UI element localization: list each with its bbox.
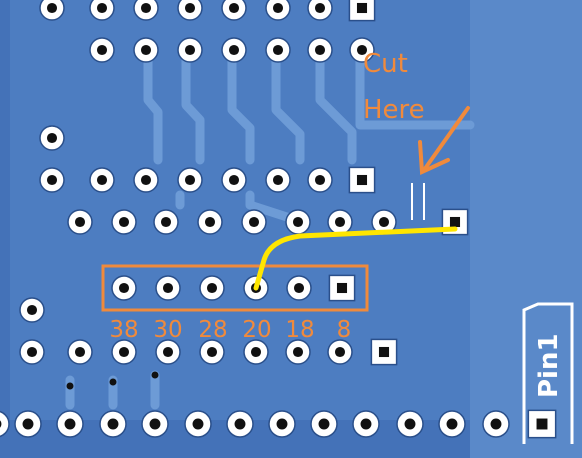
pad-hole xyxy=(74,216,86,228)
via xyxy=(66,382,74,390)
pad-hole xyxy=(536,418,548,430)
pad-hole xyxy=(149,418,161,430)
pad-hole xyxy=(96,2,108,14)
copper-traces xyxy=(65,53,475,410)
pad-hole xyxy=(228,174,240,186)
pad-hole xyxy=(184,2,196,14)
pin-label-18: 18 xyxy=(285,317,314,343)
pad-hole xyxy=(334,216,346,228)
pad-hole xyxy=(184,44,196,56)
pad-hole xyxy=(318,418,330,430)
pad-hole xyxy=(234,418,246,430)
pcb-copper-pour-right xyxy=(470,0,582,458)
pad-hole xyxy=(490,418,502,430)
pin1-silkscreen: Pin1 xyxy=(522,302,574,444)
pad-hole xyxy=(314,44,326,56)
pad-hole xyxy=(272,2,284,14)
pad-hole xyxy=(449,216,461,228)
pad-hole xyxy=(248,216,260,228)
pin-label-28: 28 xyxy=(198,317,227,343)
pad-hole xyxy=(162,282,174,294)
pad-hole xyxy=(64,418,76,430)
pad-hole xyxy=(140,174,152,186)
pad-hole xyxy=(360,418,372,430)
pin-label-30: 30 xyxy=(153,317,182,343)
pin-label-20: 20 xyxy=(242,317,271,343)
jumper-wire xyxy=(253,226,458,291)
pad-hole xyxy=(404,418,416,430)
pad-hole xyxy=(74,346,86,358)
via xyxy=(151,371,159,379)
pad-hole xyxy=(356,174,368,186)
highlight-box xyxy=(101,264,369,312)
pin-label-38: 38 xyxy=(109,317,138,343)
pad-hole xyxy=(356,44,368,56)
pad-hole xyxy=(228,2,240,14)
round-pad xyxy=(0,410,10,438)
cut-marks xyxy=(411,183,425,220)
pad-hole xyxy=(293,282,305,294)
pad-hole xyxy=(26,304,38,316)
pin-number-labels: 38 30 28 20 18 8 xyxy=(109,317,351,343)
pad-hole xyxy=(204,216,216,228)
pad-array xyxy=(0,0,557,439)
pad-hole xyxy=(96,174,108,186)
pad-hole xyxy=(118,282,130,294)
pad-hole xyxy=(140,44,152,56)
pin-label-8: 8 xyxy=(337,317,352,343)
cut-arrow-icon xyxy=(418,106,470,176)
pad-hole xyxy=(140,2,152,14)
pad-hole xyxy=(272,174,284,186)
pad-hole xyxy=(162,346,174,358)
pad-hole xyxy=(378,346,390,358)
pad-hole xyxy=(292,216,304,228)
pad-hole xyxy=(378,216,390,228)
pad-hole xyxy=(314,2,326,14)
pad-hole xyxy=(192,418,204,430)
pad-hole xyxy=(250,346,262,358)
pad-hole xyxy=(46,132,58,144)
pad-hole xyxy=(118,216,130,228)
pad-hole xyxy=(0,420,2,428)
pin1-label: Pin1 xyxy=(534,333,564,398)
annotation-here: Here xyxy=(363,95,425,125)
pad-hole xyxy=(160,216,172,228)
pad-hole xyxy=(118,346,130,358)
pad-hole xyxy=(107,418,119,430)
annotation-cut: Cut xyxy=(363,49,408,79)
pad-hole xyxy=(96,44,108,56)
pad-hole xyxy=(184,174,196,186)
pad-hole xyxy=(26,346,38,358)
pad-hole xyxy=(46,174,58,186)
pad-hole xyxy=(334,346,346,358)
via xyxy=(109,378,117,386)
pad-hole xyxy=(272,44,284,56)
pad-hole xyxy=(228,44,240,56)
pad-hole xyxy=(206,282,218,294)
pad-hole xyxy=(46,2,58,14)
pad-hole xyxy=(292,346,304,358)
pad-hole xyxy=(336,282,348,294)
pad-hole xyxy=(22,418,34,430)
pad-hole xyxy=(314,174,326,186)
pad-hole xyxy=(206,346,218,358)
pad-hole xyxy=(356,2,368,14)
pad-hole xyxy=(446,418,458,430)
pad-hole xyxy=(276,418,288,430)
